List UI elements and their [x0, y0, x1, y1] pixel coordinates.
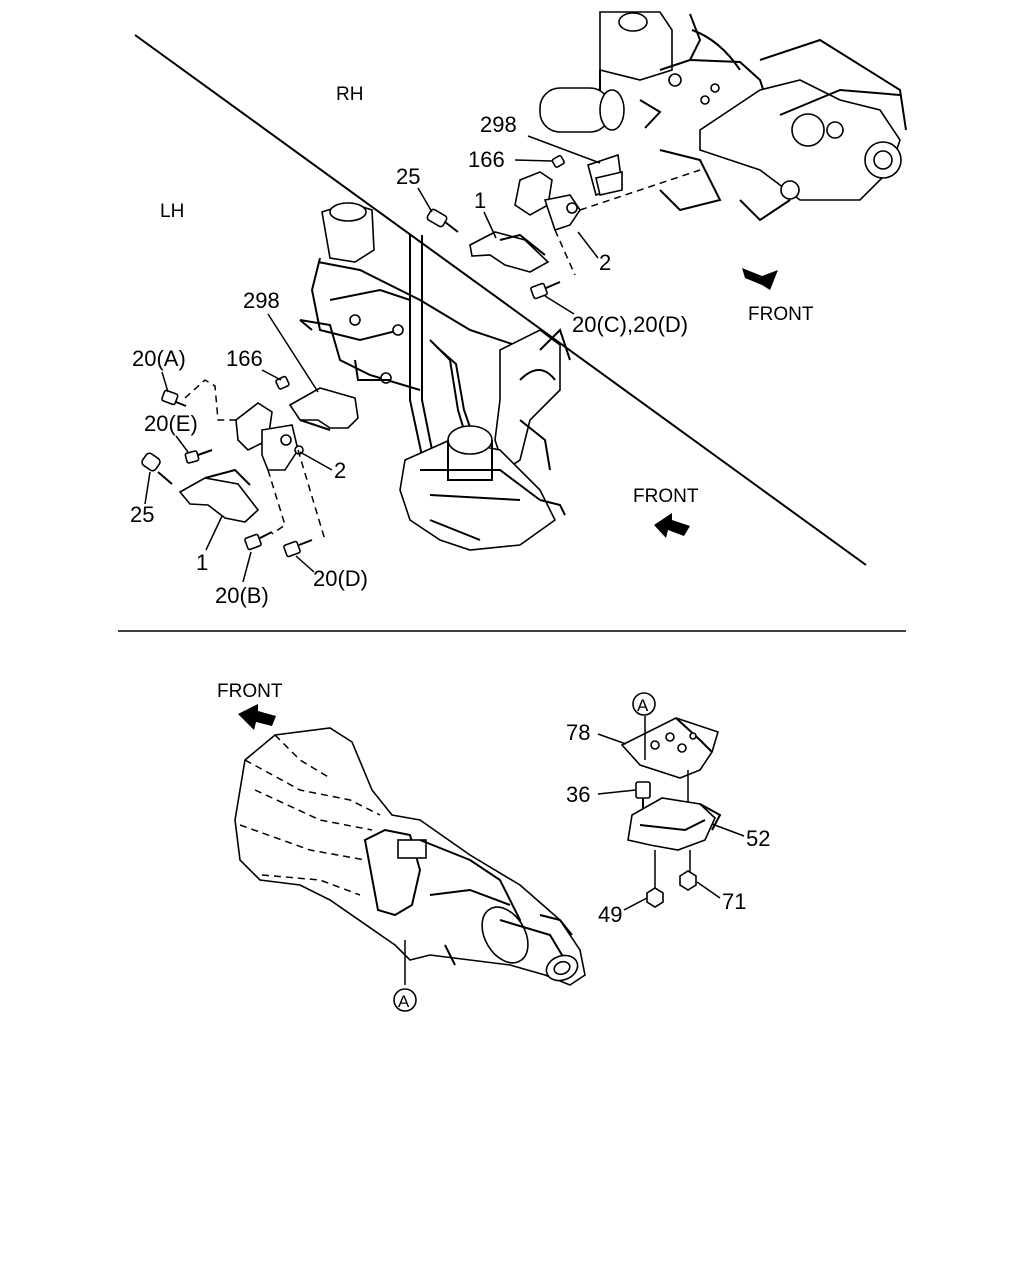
- rh-callout-1: 1: [474, 188, 486, 213]
- lh-mount-bracket-assembly: [141, 375, 359, 558]
- trans-front-label: FRONT: [217, 681, 283, 702]
- rh-callout-298: 298: [480, 112, 517, 137]
- rh-callout-20cd: 20(C),20(D): [572, 312, 688, 337]
- rear-mount-assembly: [620, 716, 722, 908]
- ref-a-bottom-callout-circle-icon: A: [393, 988, 417, 1012]
- lh-side-label: LH: [160, 201, 184, 222]
- trans-callout-49: 49: [598, 902, 622, 927]
- lh-callout-20e: 20(E): [144, 411, 198, 436]
- lh-callout-298: 298: [243, 288, 280, 313]
- lh-callout-20a: 20(A): [132, 346, 186, 371]
- lh-callout-2: 2: [334, 458, 346, 483]
- rh-callout-166: 166: [468, 147, 505, 172]
- ref-a-bottom-label: A: [398, 992, 410, 1011]
- ref-a-top-callout-circle-icon: A: [632, 692, 656, 716]
- rh-callout-2: 2: [599, 250, 611, 275]
- rh-engine-illustration: [539, 11, 907, 222]
- lh-front-label: FRONT: [633, 486, 699, 507]
- lh-callout-25: 25: [130, 502, 154, 527]
- trans-callout-71: 71: [722, 889, 746, 914]
- transmission-illustration: [234, 727, 586, 986]
- rh-mount-bracket-assembly: [426, 153, 701, 300]
- trans-callout-52: 52: [746, 826, 770, 851]
- trans-callout-36: 36: [566, 782, 590, 807]
- lh-callout-20b: 20(B): [215, 583, 269, 608]
- rh-callout-25: 25: [396, 164, 420, 189]
- lh-callout-166: 166: [226, 346, 263, 371]
- rh-side-label: RH: [336, 84, 363, 105]
- rh-front-direction-arrow-icon: [742, 268, 778, 290]
- lh-front-direction-arrow-icon: [654, 513, 690, 538]
- trans-callout-78: 78: [566, 720, 590, 745]
- lh-callout-1: 1: [196, 550, 208, 575]
- rh-lh-divider: [134, 34, 867, 566]
- lh-callout-20d: 20(D): [313, 566, 368, 591]
- lh-engine-illustration: [299, 202, 571, 551]
- rh-front-label: FRONT: [748, 304, 814, 325]
- trans-front-direction-arrow-icon: [238, 704, 276, 730]
- ref-a-top-label: A: [637, 696, 649, 715]
